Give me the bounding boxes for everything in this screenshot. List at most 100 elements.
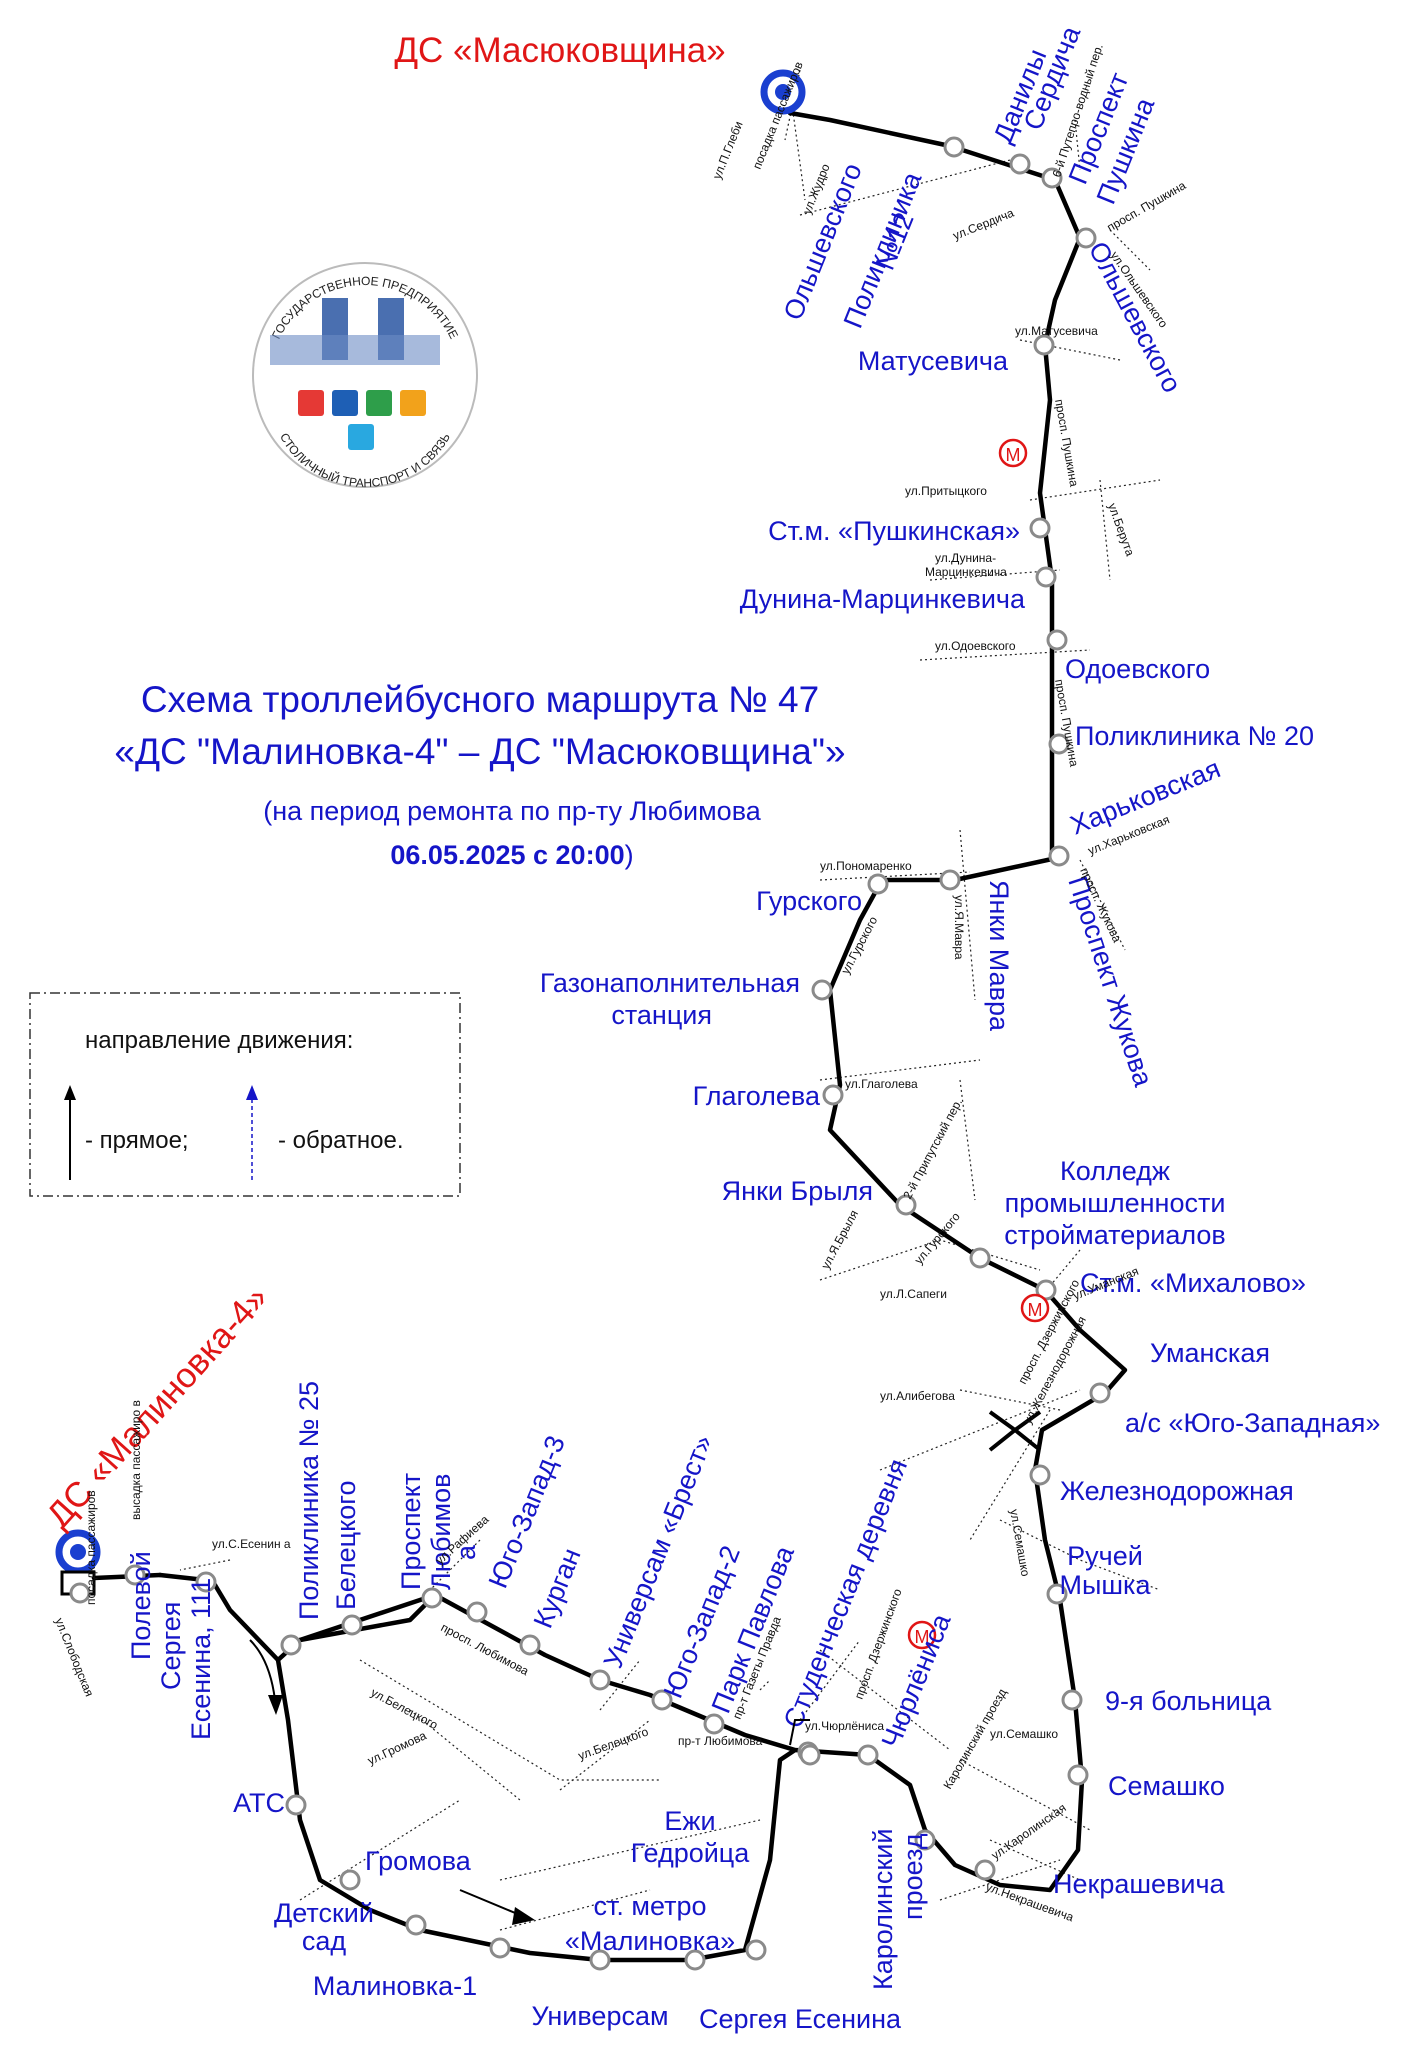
stop-label[interactable]: Есенина, 111 <box>186 1578 216 1740</box>
stop-marker <box>519 1634 541 1656</box>
stop-marker <box>914 1829 936 1851</box>
stop-label[interactable]: Янки Брыля <box>722 1176 873 1206</box>
stop-marker <box>1048 845 1070 867</box>
map-label: ул.Пономаренко <box>820 859 912 873</box>
stop-marker <box>684 1949 706 1971</box>
map-label: просп. Любимова <box>439 1620 532 1678</box>
stop-label[interactable]: Каролинский <box>868 1829 898 1990</box>
terminal-south-label: ДС «Малиновка-4» <box>39 1278 276 1535</box>
stop-label[interactable]: проезд <box>898 1833 928 1920</box>
stop-label[interactable]: Сергея Есенина <box>699 2004 902 2034</box>
map-label: ул.Алибегова <box>880 1389 955 1403</box>
stop-marker <box>969 1247 991 1269</box>
stop-marker <box>895 1194 917 1216</box>
railway-icon <box>988 1410 1042 1452</box>
map-label: ул.Белецкого <box>576 1724 650 1762</box>
stop-label[interactable]: Гурского <box>756 886 862 916</box>
stop-label[interactable]: Малиновка-1 <box>313 1971 477 2001</box>
metro-icon: М <box>1020 1293 1050 1323</box>
stop-label[interactable]: Ручей <box>1067 1541 1143 1571</box>
stop-label[interactable]: станция <box>611 1000 712 1030</box>
stop-marker <box>421 1587 443 1609</box>
stop-marker <box>1048 733 1070 755</box>
stop-marker <box>489 1937 511 1959</box>
metro-symbol: М <box>1006 445 1021 465</box>
stop-label[interactable]: «Малиновка» <box>565 1926 735 1956</box>
stop-label[interactable]: Ст.м. «Пушкинская» <box>768 516 1020 546</box>
stop-label[interactable]: Проспект <box>396 1473 426 1590</box>
map-label: просп. Дзержинского <box>852 1586 905 1701</box>
stop-label[interactable]: АТС <box>233 1788 285 1818</box>
metro-symbol: М <box>915 1627 930 1647</box>
map-label: 2-й Припутский пер. <box>900 1096 965 1201</box>
stop-label[interactable]: сад <box>302 1926 347 1956</box>
metro-symbol: М <box>1028 1300 1043 1320</box>
stop-label[interactable]: Поликлиника № 25 <box>294 1381 324 1620</box>
stop-label[interactable]: Железнодорожная <box>1060 1476 1294 1506</box>
stop-label[interactable]: Полевой <box>126 1551 156 1660</box>
stop-label[interactable]: а/с «Юго-Западная» <box>1125 1408 1380 1438</box>
stop-marker <box>974 1859 996 1881</box>
map-label: ул.Сердича <box>951 206 1016 243</box>
stop-label[interactable]: промышленности <box>1005 1188 1226 1218</box>
title-line-2: «ДС "Малиновка-4" – ДС "Масюковщина"» <box>114 731 845 772</box>
stop-marker <box>1041 167 1063 189</box>
stop-marker <box>589 1669 611 1691</box>
stop-label[interactable]: Глаголева <box>693 1081 821 1111</box>
map-label: ул.Дунина- <box>935 551 996 565</box>
stop-label[interactable]: ст. метро <box>594 1891 707 1921</box>
stop-label[interactable]: Янки Мавра <box>984 880 1014 1032</box>
stop-label[interactable]: Курган <box>528 1544 587 1632</box>
stop-marker <box>466 1601 488 1623</box>
stop-label[interactable]: Ольшевского <box>1083 237 1187 398</box>
terminal-north-marker[interactable] <box>760 69 806 115</box>
map-label: ул.Одоевского <box>935 639 1016 653</box>
stop-label[interactable]: Некрашевича <box>1053 1869 1226 1899</box>
stop-marker <box>1061 1689 1083 1711</box>
stop-label[interactable]: а <box>451 1544 481 1560</box>
title-line-1: Схема троллейбусного маршрута № 47 <box>141 679 819 720</box>
stop-marker <box>285 1794 307 1816</box>
stop-marker <box>341 1614 363 1636</box>
stop-marker <box>339 1869 361 1891</box>
map-label: ул.Глаголева <box>845 1077 918 1091</box>
stop-label[interactable]: Любимов <box>426 1474 456 1590</box>
map-label: ул.Берута <box>1105 501 1137 558</box>
stop-label[interactable]: 9-я больница <box>1105 1686 1272 1716</box>
map-label: ул.П.Глеби <box>710 119 746 181</box>
map-label: ул.Чюрлёниса <box>805 1719 884 1733</box>
stop-label[interactable]: Проспект Жукова <box>1062 873 1158 1091</box>
stop-marker <box>280 1634 302 1656</box>
map-label: ул.С.Есенин а <box>212 1537 291 1551</box>
stop-label[interactable]: Колледж <box>1060 1156 1170 1186</box>
stop-label[interactable]: Детский <box>274 1898 374 1928</box>
stop-label[interactable]: Газонаполнительная <box>540 968 800 998</box>
stop-label[interactable]: Мышка <box>1060 1570 1152 1600</box>
stop-label[interactable]: Сергея <box>156 1602 186 1690</box>
stop-label[interactable]: Ежи <box>664 1806 715 1836</box>
map-label: ул.Я.Брыля <box>818 1208 861 1272</box>
stop-markers <box>69 136 1111 1971</box>
legend-forward: - прямое; <box>85 1127 189 1154</box>
stop-label[interactable]: Белецкого <box>331 1481 361 1610</box>
stop-marker <box>822 1084 844 1106</box>
stop-marker <box>69 1582 91 1604</box>
stop-label[interactable]: Громова <box>365 1846 472 1876</box>
map-label: ул.Каролинская <box>989 1801 1069 1863</box>
stop-marker <box>405 1914 427 1936</box>
stop-label[interactable]: Гедройца <box>631 1838 751 1868</box>
terminal-north-label: ДС «Масюковщина» <box>394 31 725 70</box>
stop-label[interactable]: Поликлиника № 20 <box>1075 721 1314 751</box>
stop-label[interactable]: Универсам <box>531 2001 668 2031</box>
title-block: Схема троллейбусного маршрута № 47 «ДС "… <box>114 679 845 870</box>
stop-label[interactable]: стройматериалов <box>1004 1220 1226 1250</box>
stop-marker <box>867 873 889 895</box>
stop-label[interactable]: Ст.м. «Михалово» <box>1080 1268 1306 1298</box>
title-line-4: 06.05.2025 с 20:00) <box>390 840 633 870</box>
stop-label[interactable]: Одоевского <box>1065 654 1210 684</box>
stop-marker <box>857 1744 879 1766</box>
stop-label[interactable]: Матусевича <box>858 346 1009 376</box>
stop-label[interactable]: Семашко <box>1108 1771 1225 1801</box>
stop-label[interactable]: Дунина-Марцинкевича <box>740 584 1026 614</box>
stop-label[interactable]: Уманская <box>1150 1338 1270 1368</box>
